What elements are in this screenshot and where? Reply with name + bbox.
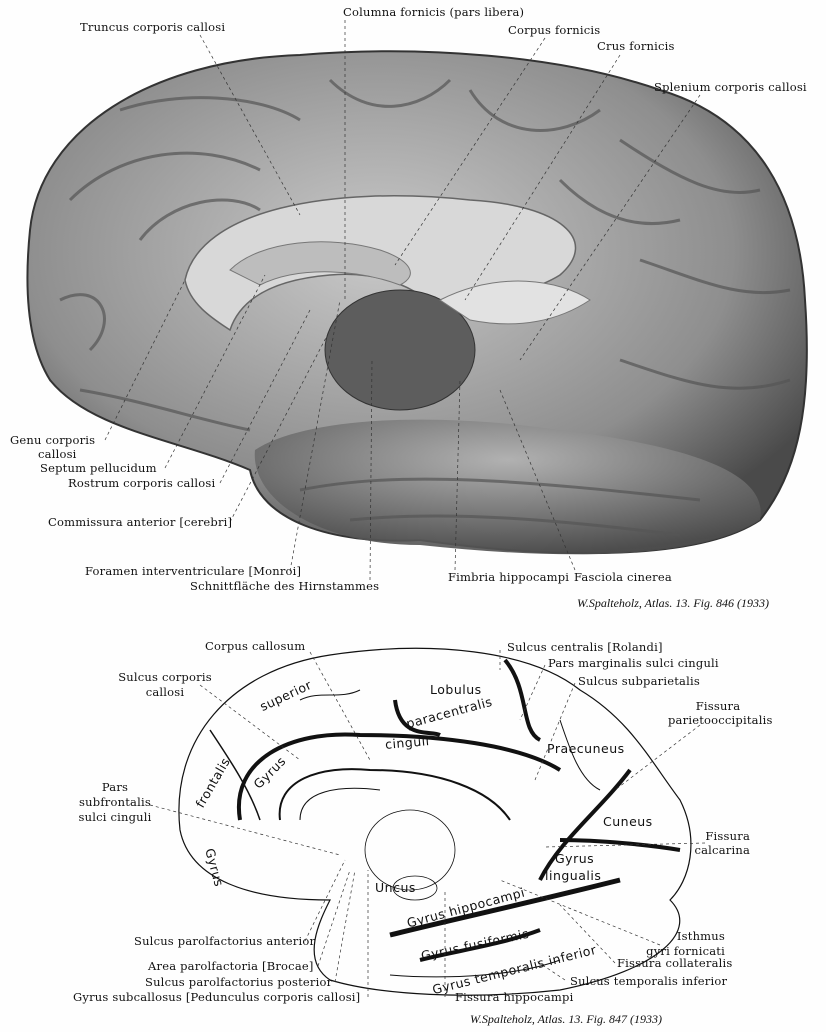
label-fimbria-hippocampi: Fimbria hippocampi (448, 570, 570, 584)
label-parietooccipitalis: parietooccipitalis (668, 713, 773, 727)
label-foramen-interventriculare: Foramen interventriculare [Monroi] (85, 564, 302, 578)
label-sulci-cinguli: sulci cinguli (78, 810, 152, 824)
label-pars: Pars (101, 780, 129, 794)
caption-fig-846: W.Spalteholz, Atlas. 13. Fig. 846 (1933) (577, 596, 769, 610)
brain-photo-medial (26, 50, 808, 555)
leader-lines-846 (104, 20, 701, 581)
region-uncus: Uncus (375, 880, 416, 895)
region-lingualis: lingualis (545, 868, 602, 883)
label-sulcus-corporis-callosi: callosi (145, 685, 185, 699)
label-sulcus-corporis: Sulcus corporis (118, 670, 212, 684)
label-sulcus-temporalis-inferior: Sulcus temporalis inferior (570, 974, 728, 988)
label-sulcus-centralis: Sulcus centralis [Rolandi] (507, 640, 663, 654)
label-crus-fornicis: Crus fornicis (597, 39, 675, 53)
label-calcarina: calcarina (694, 843, 750, 857)
label-septum-pellucidum: Septum pellucidum (40, 461, 157, 475)
label-fasciola-cinerea: Fasciola cinerea (574, 570, 672, 584)
label-fissura-hippocampi: Fissura hippocampi (455, 990, 574, 1004)
label-gyrus-subcallosus: Gyrus subcallosus [Pedunculus corporis c… (73, 990, 361, 1004)
label-columna-fornicis: Columna fornicis (pars libera) (343, 5, 525, 19)
label-pars-marginalis: Pars marginalis sulci cinguli (548, 656, 719, 670)
label-sulcus-parolfactorius-anterior: Sulcus parolfactorius anterior (134, 934, 316, 948)
label-corpus-fornicis: Corpus fornicis (508, 23, 601, 37)
label-gyri-fornicati: gyri fornicati (646, 944, 725, 958)
label-commissura-anterior: Commissura anterior [cerebri] (48, 515, 233, 529)
leader-lines-847 (149, 650, 706, 997)
label-genu-callosi: callosi (38, 447, 77, 461)
label-splenium: Splenium corporis callosi (654, 80, 807, 94)
label-subfrontalis: subfrontalis (79, 795, 151, 809)
label-corpus-callosum: Corpus callosum (205, 639, 306, 653)
label-fissura-calc: Fissura (705, 829, 750, 843)
label-fissura-po: Fissura (695, 699, 741, 713)
label-isthmus: Isthmus (676, 929, 725, 943)
region-cuneus: Cuneus (603, 814, 653, 829)
region-lobulus: Lobulus (430, 682, 482, 697)
brain-diagram-medial (178, 647, 692, 996)
region-praecuneus: Praecuneus (547, 741, 625, 756)
label-sulcus-parolfactorius-posterior: Sulcus parolfactorius posterior (145, 975, 333, 989)
label-truncus-corporis-callosi: Truncus corporis callosi (80, 20, 226, 34)
region-gyrus-lingualis: Gyrus (555, 851, 595, 866)
label-schnittflaeche: Schnittfläche des Hirnstammes (190, 579, 380, 593)
caption-fig-847: W.Spalteholz, Atlas. 13. Fig. 847 (1933) (470, 1012, 662, 1026)
label-rostrum: Rostrum corporis callosi (68, 476, 216, 490)
label-sulcus-subparietalis: Sulcus subparietalis (578, 674, 700, 688)
label-area-parolfactoria: Area parolfactoria [Brocae] (148, 959, 314, 973)
label-fissura-collateralis: Fissura collateralis (617, 956, 733, 970)
label-genu-corporis: Genu corporis (10, 433, 96, 447)
